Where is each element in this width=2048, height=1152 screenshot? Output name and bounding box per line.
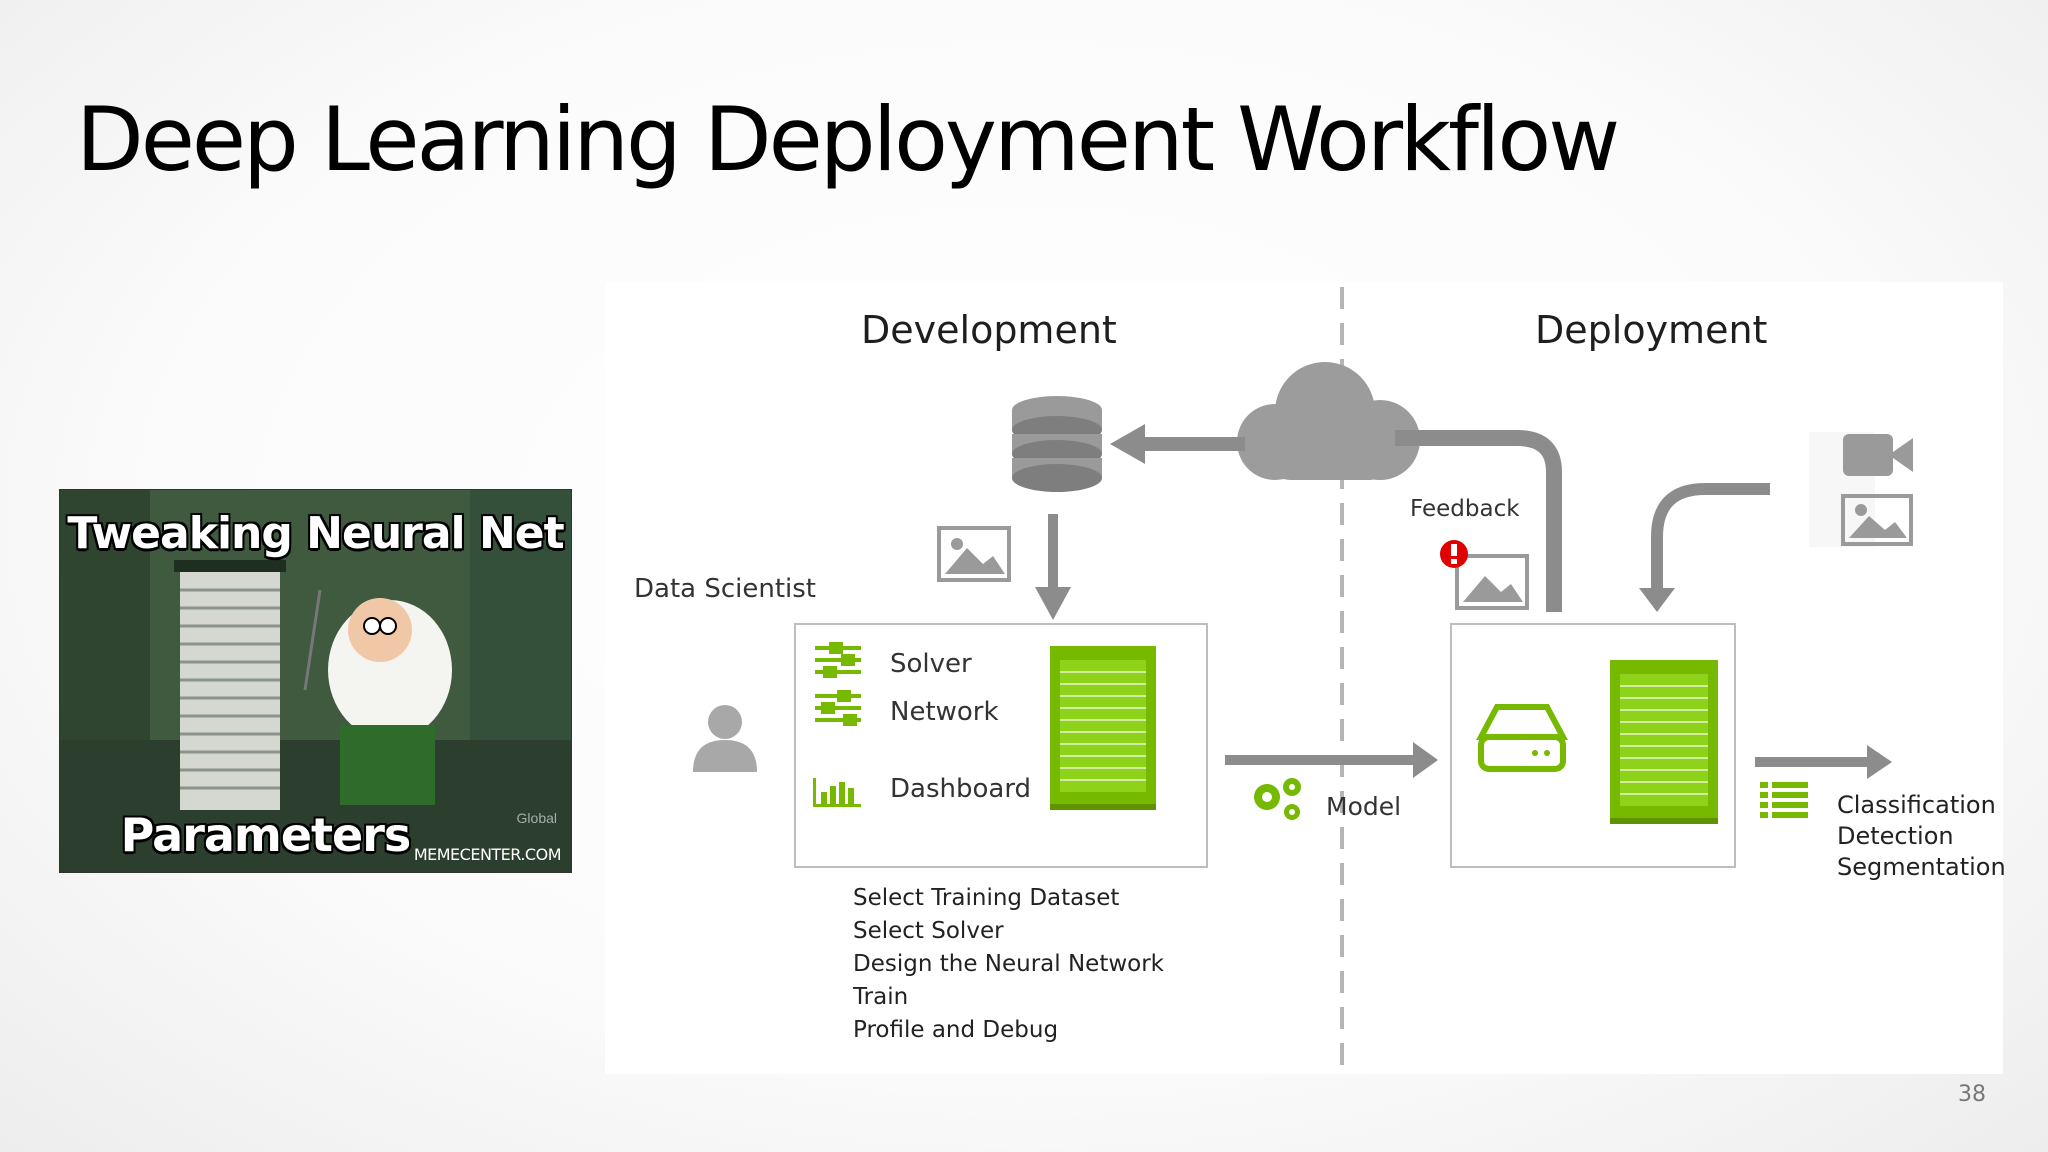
database-icon — [1012, 396, 1102, 492]
meme-tag: Global — [516, 810, 557, 826]
image-icon-feedback — [1455, 554, 1529, 610]
output-list: Classification Detection Segmentation — [1837, 790, 2006, 883]
meme-image: Tweaking Neural Net Parameters Global ME… — [59, 489, 572, 873]
dashboard-icon — [813, 778, 861, 807]
step-item: Design the Neural Network — [853, 951, 1164, 977]
diagram-graphics — [693, 287, 1913, 1072]
output-item: Classification — [1837, 791, 1996, 819]
network-icon — [815, 690, 861, 726]
output-item: Detection — [1837, 822, 1954, 850]
page-number: 38 — [1958, 1082, 1986, 1107]
step-item: Train — [853, 984, 909, 1010]
image-icon-training — [937, 526, 1011, 582]
arrow-feedback-to-cloud — [1395, 430, 1562, 612]
arrow-input-to-deploy — [1651, 483, 1770, 592]
solver-label: Solver — [890, 649, 972, 679]
slide-title: Deep Learning Deployment Workflow — [76, 88, 1620, 191]
hard-drive-icon — [1476, 704, 1568, 772]
server-rack-deploy-icon — [1610, 660, 1718, 824]
cloud-icon — [1237, 362, 1420, 480]
meme-watermark: MEMECENTER.COM — [413, 845, 562, 864]
output-item: Segmentation — [1837, 853, 2006, 881]
deployment-heading: Deployment — [1535, 308, 1768, 352]
model-label: Model — [1326, 792, 1402, 821]
list-icon — [1760, 782, 1808, 818]
data-scientist-label: Data Scientist — [634, 574, 816, 604]
video-camera-icon — [1843, 434, 1913, 476]
solver-icon — [815, 642, 861, 678]
dashboard-label: Dashboard — [890, 774, 1032, 804]
user-icon — [693, 705, 757, 772]
network-label: Network — [890, 697, 999, 727]
image-icon-input — [1841, 494, 1913, 546]
workflow-diagram: Development Deployment Data Scientist Fe… — [605, 282, 2006, 1074]
development-heading: Development — [861, 308, 1117, 352]
meme-top-text: Tweaking Neural Net — [67, 508, 564, 559]
feedback-label: Feedback — [1410, 496, 1520, 522]
meme-illustration — [60, 490, 571, 872]
server-rack-dev-icon — [1050, 646, 1156, 810]
step-item: Select Training Dataset — [853, 885, 1120, 911]
meme-bottom-text: Parameters — [120, 808, 412, 862]
step-item: Select Solver — [853, 918, 1004, 944]
development-steps: Select Training Dataset Select Solver De… — [853, 882, 1164, 1047]
step-item: Profile and Debug — [853, 1017, 1059, 1043]
